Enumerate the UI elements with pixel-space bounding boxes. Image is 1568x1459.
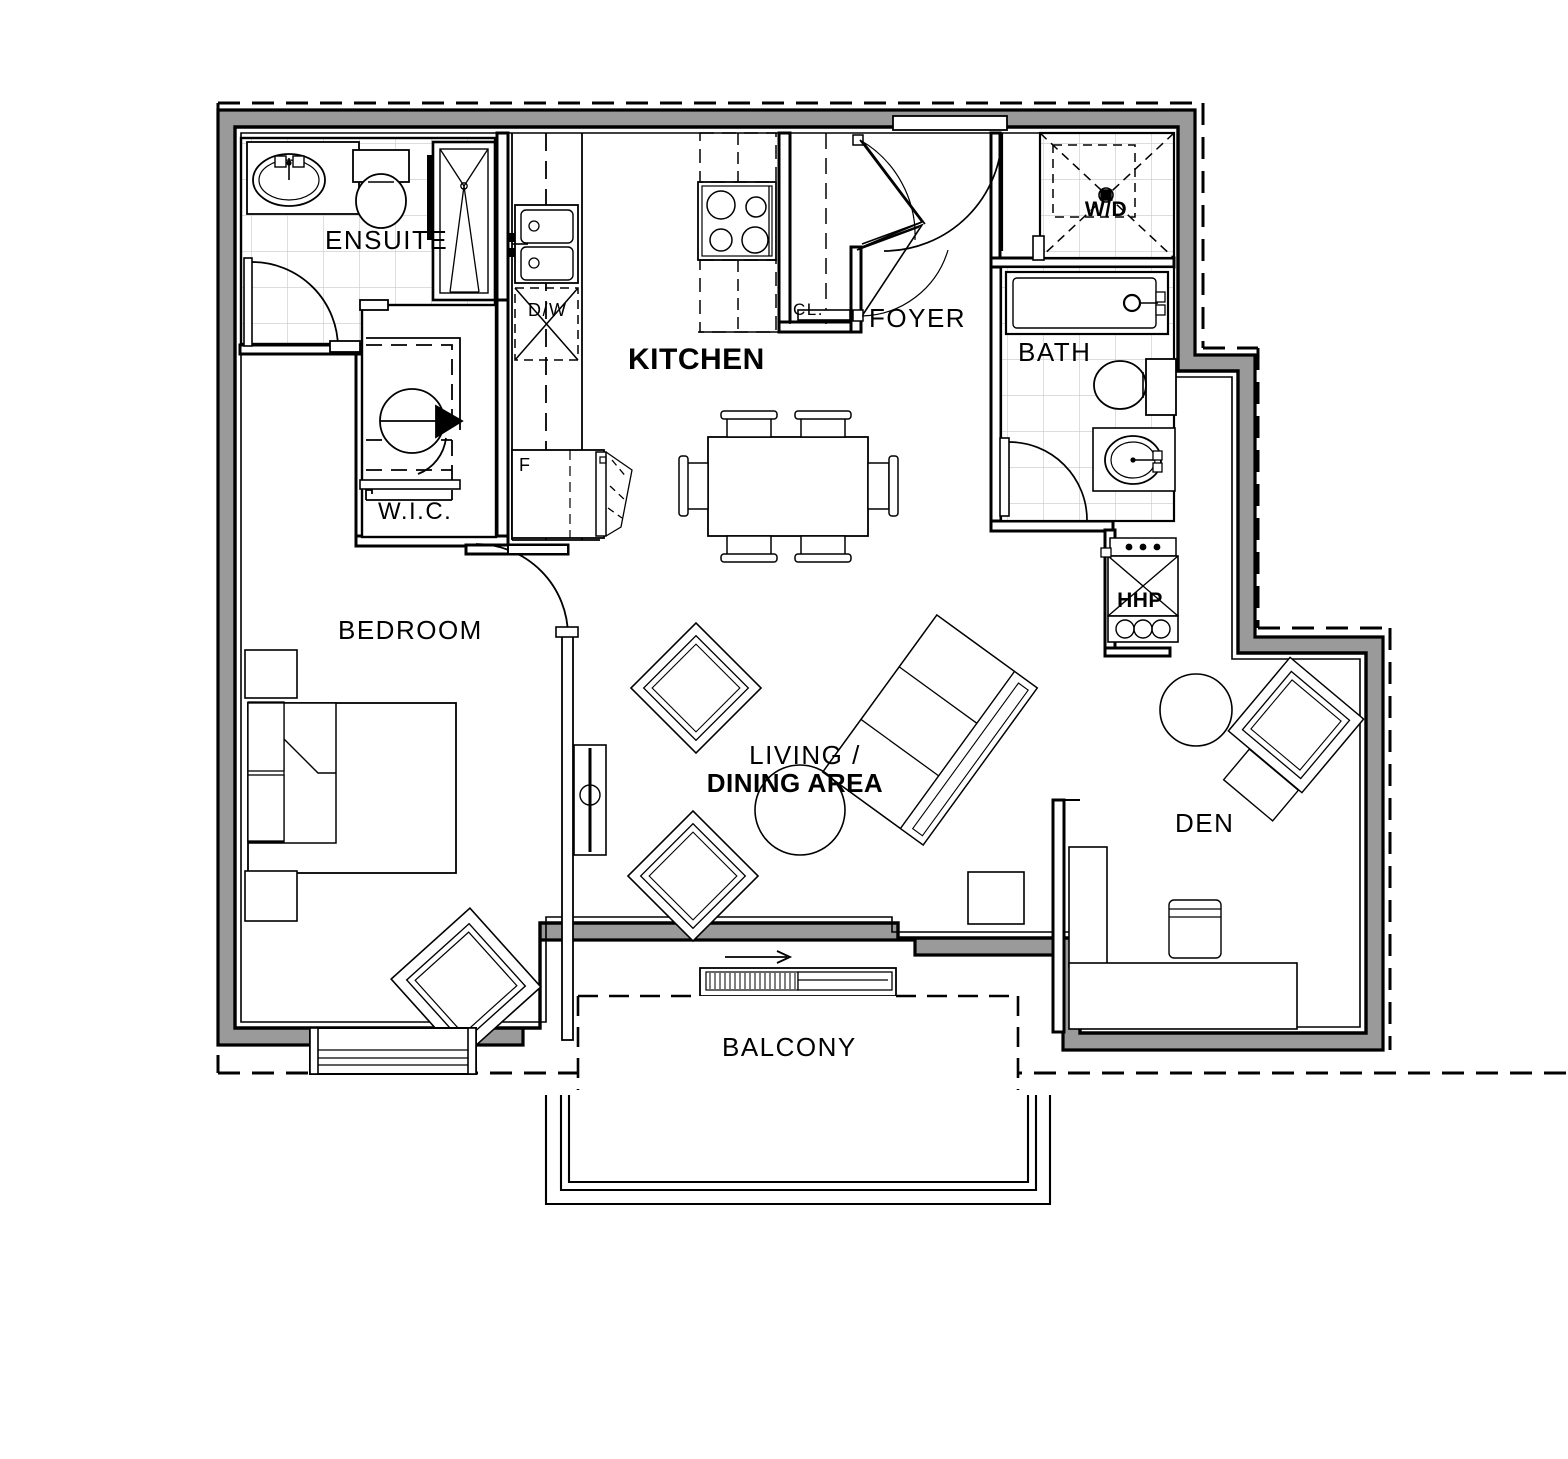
- foyer-room: [852, 115, 1008, 322]
- kitchen-dishwasher-icon: [514, 287, 579, 361]
- bedroom-window: [309, 1027, 477, 1075]
- bedroom-nightstand-lower: [244, 870, 298, 922]
- den-furniture: [1068, 656, 1365, 1030]
- ensuite-shower-icon: [427, 140, 497, 302]
- bedroom-nightstand-upper: [244, 649, 298, 699]
- wic-shelving: [359, 337, 461, 501]
- ensuite-toilet-icon: [352, 149, 410, 229]
- fixture-label-refrigerator: F: [519, 455, 532, 475]
- kitchen-pantry: [789, 133, 851, 325]
- heat-pump-unit: [1100, 537, 1179, 643]
- washer-dryer-closet: [1032, 131, 1176, 261]
- living-armchair-upper-icon: [629, 621, 763, 755]
- bath-door[interactable]: [999, 437, 1088, 521]
- dining-chair: [678, 410, 899, 563]
- fixture-label-heat-pump: HHP: [1117, 589, 1163, 612]
- living-sofa-icon: [821, 613, 1039, 847]
- interior-partitions: [238, 131, 1176, 1034]
- room-label-bath: BATH: [1018, 337, 1092, 367]
- den-ottoman-icon: [1222, 748, 1300, 822]
- wic-door[interactable]: [379, 388, 464, 475]
- room-label-dining-area: DINING AREA: [706, 768, 884, 798]
- balcony-railing: [544, 1095, 1052, 1206]
- kitchen-cooktop-icon: [697, 181, 777, 261]
- foyer-bifold-closet-door[interactable]: [852, 134, 949, 322]
- bath-sink-icon: [1092, 427, 1176, 492]
- bath-room: [999, 265, 1177, 523]
- ensuite-vanity: [246, 141, 360, 215]
- ensuite-room: [239, 136, 497, 353]
- room-label-balcony: BALCONY: [722, 1032, 857, 1062]
- room-label-kitchen: KITCHEN: [628, 343, 765, 376]
- room-label-foyer: FOYER: [869, 303, 967, 333]
- living-coffee-table-icon: [754, 764, 846, 856]
- kitchen-sink-icon: [507, 204, 579, 284]
- kitchen-refrigerator-icon: [511, 449, 633, 539]
- kitchen-room: [507, 132, 851, 541]
- bedroom-armchair-icon: [390, 907, 542, 1059]
- ensuite-sink-icon: [252, 153, 326, 207]
- kitchen-upper-cabinets: [698, 132, 779, 333]
- bath-tub-icon: [1004, 270, 1170, 336]
- balcony-area: [544, 994, 1052, 1206]
- fixture-label-washer-dryer: W/D: [1084, 198, 1128, 221]
- foyer-entry-door[interactable]: [883, 115, 1008, 252]
- balcony-slab-edge: [576, 994, 1020, 1090]
- sliding-direction-arrow-icon: [725, 950, 793, 964]
- washer-dryer-stack-icon: [1039, 132, 1175, 259]
- room-label-ensuite: ENSUITE: [325, 225, 449, 255]
- living-armchair-lower-icon: [626, 809, 760, 943]
- room-label-living: LIVING /: [749, 740, 861, 770]
- living-side-table-icon: [967, 871, 1025, 925]
- balcony-sliding-door[interactable]: [699, 950, 897, 997]
- room-label-wic: W.I.C.: [378, 498, 453, 525]
- room-label-bedroom: BEDROOM: [338, 615, 483, 645]
- fixture-label-dishwasher: D/W: [528, 300, 568, 320]
- room-label-den: DEN: [1175, 808, 1235, 838]
- den-round-table-icon: [1159, 673, 1233, 747]
- ensuite-door[interactable]: [243, 257, 339, 349]
- living-furniture: [626, 613, 1039, 943]
- dining-set: [678, 410, 899, 563]
- bedroom-door[interactable]: [475, 543, 579, 1041]
- den-armchair-icon: [1227, 656, 1365, 794]
- bedroom-bed-icon: [247, 701, 457, 874]
- fixture-label-closet: CL.: [793, 300, 824, 319]
- wic-room: [359, 299, 498, 539]
- den-desk-chair-icon: [1168, 899, 1222, 959]
- bedroom-room: [244, 543, 607, 1075]
- bath-toilet-icon: [1093, 358, 1177, 416]
- dining-table: [707, 436, 869, 537]
- bedroom-dresser-icon: [573, 744, 607, 856]
- den-desk-icon: [1068, 846, 1298, 1030]
- misc-lines: [507, 544, 1080, 801]
